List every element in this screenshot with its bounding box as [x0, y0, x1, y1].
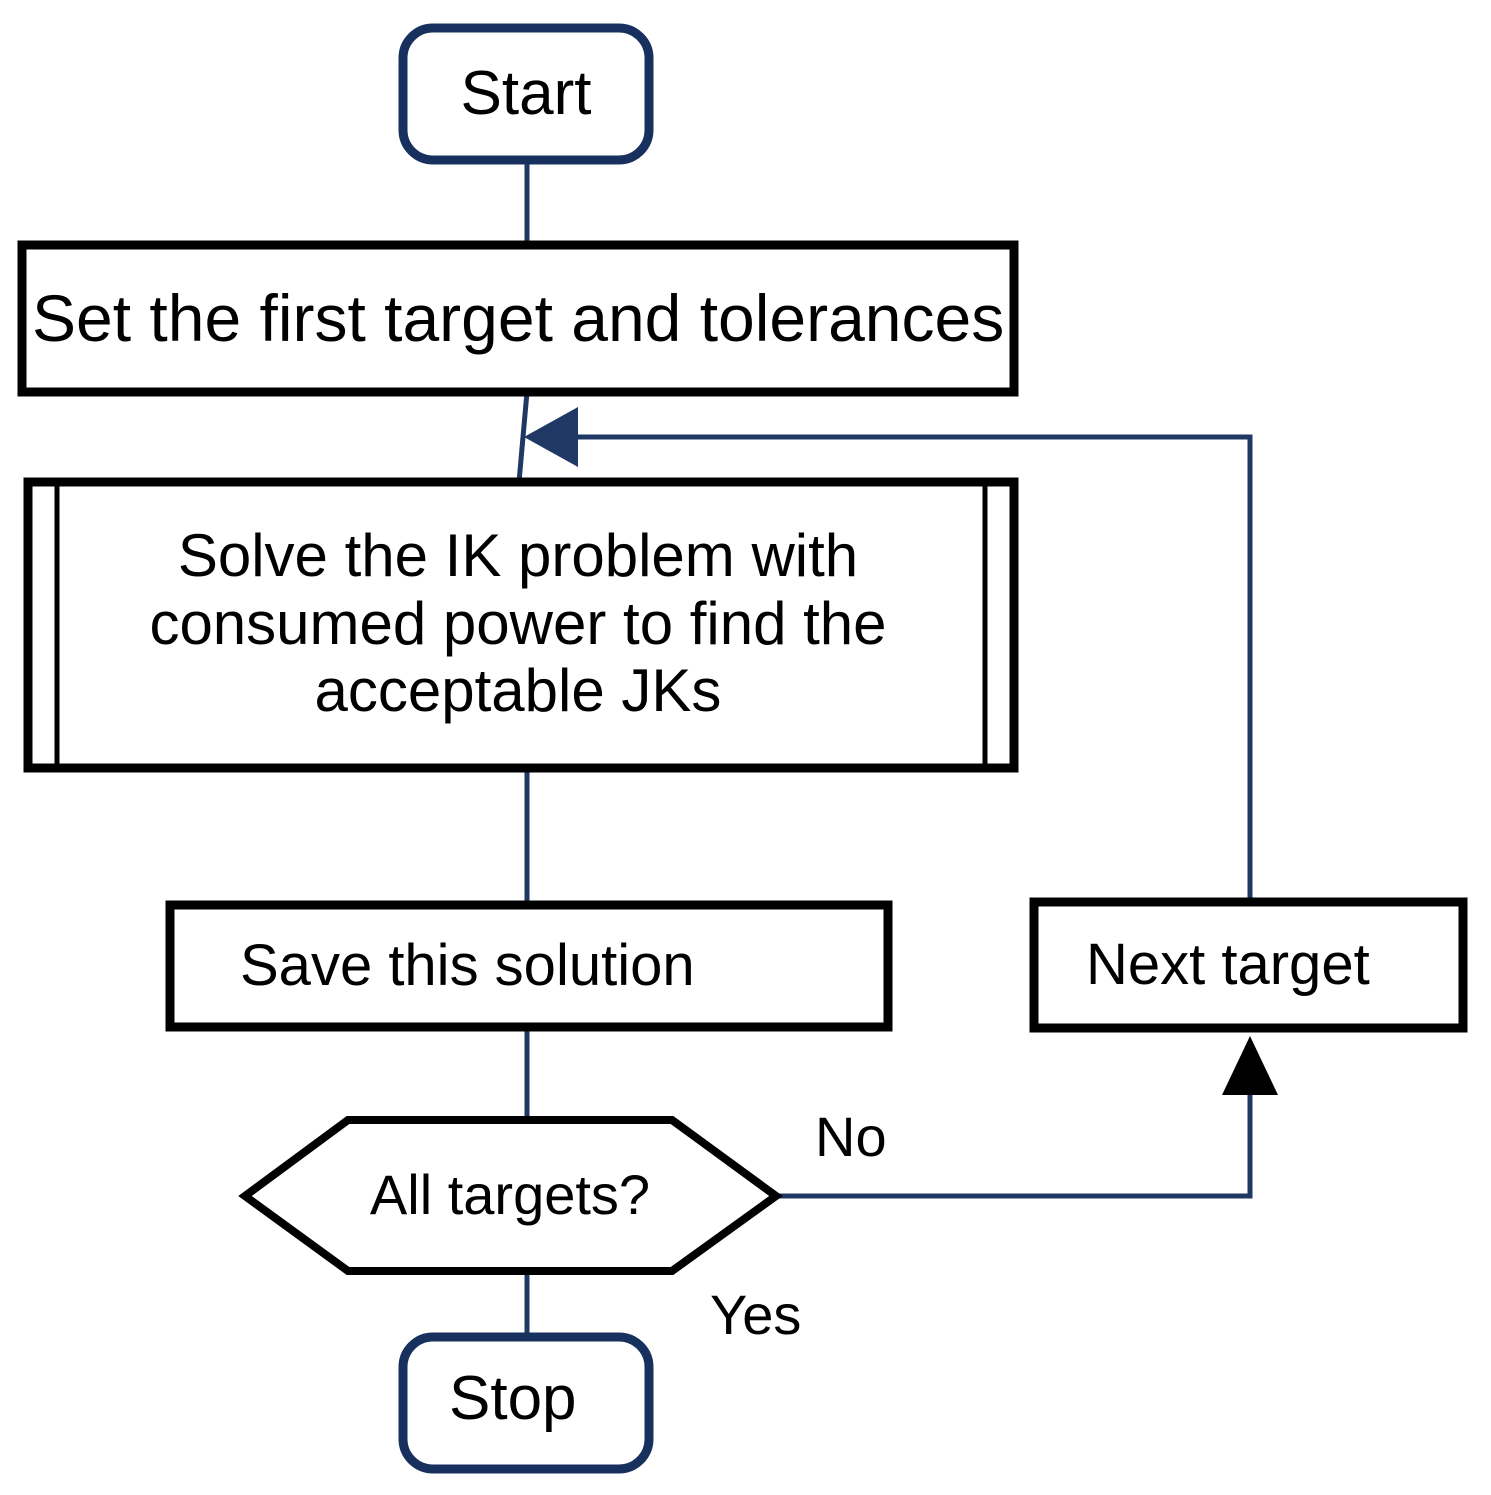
node-next-target-shape[interactable]	[1029, 897, 1468, 1033]
node-decision-shape[interactable]	[238, 1116, 783, 1275]
arrowhead-up-into-next-target	[1222, 1036, 1278, 1095]
node-solve-ik-shape[interactable]	[23, 477, 1019, 773]
arrowhead-left-into-solve-ik	[524, 407, 578, 467]
node-set-target-shape[interactable]	[17, 240, 1019, 397]
node-start-shape[interactable]	[398, 23, 654, 165]
connector-decision-no-to-next-target	[776, 1095, 1253, 1199]
connector-next-target-to-solve-ik	[562, 434, 1253, 900]
node-stop-shape[interactable]	[398, 1332, 654, 1474]
node-save-shape[interactable]	[165, 900, 893, 1032]
connector-set-target-to-solve-ik	[516, 391, 530, 483]
connectors	[516, 159, 1278, 1337]
